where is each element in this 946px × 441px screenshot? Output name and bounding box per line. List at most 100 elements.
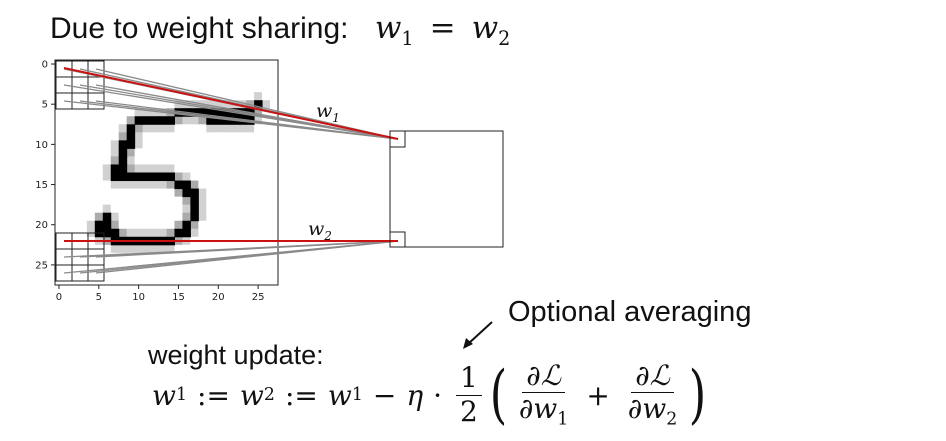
y-tick-label: 25 bbox=[35, 260, 48, 271]
connection-line bbox=[95, 100, 399, 140]
digit-pixel bbox=[166, 116, 175, 125]
digit-pixel-halo bbox=[190, 220, 199, 229]
digit-pixel-halo bbox=[238, 124, 247, 133]
digit-pixel-halo bbox=[118, 132, 127, 141]
digit-pixel-halo bbox=[126, 228, 135, 237]
digit-pixel-halo bbox=[142, 108, 151, 117]
x-tick-label: 15 bbox=[172, 292, 185, 303]
digit-pixel-halo bbox=[182, 212, 191, 221]
weight-update-label: weight update: bbox=[148, 340, 324, 370]
digit-pixel-halo bbox=[110, 140, 119, 149]
digit-pixel-halo bbox=[198, 212, 207, 221]
digit-pixel-halo bbox=[134, 116, 143, 125]
digit-image bbox=[86, 92, 271, 253]
digit-pixel-halo bbox=[198, 116, 207, 125]
f-grad2-num: ∂ℒ bbox=[631, 359, 674, 393]
digit-pixel-halo bbox=[222, 100, 231, 109]
digit-pixel-halo bbox=[214, 100, 223, 109]
x-tick-label: 10 bbox=[132, 292, 145, 303]
digit-pixel-halo bbox=[182, 212, 191, 221]
digit-pixel-halo bbox=[118, 228, 127, 237]
digit-pixel-halo bbox=[206, 108, 215, 117]
x-tick-label: 25 bbox=[252, 292, 265, 303]
f-grad1-num: ∂ℒ bbox=[522, 359, 565, 393]
digit-pixel-halo bbox=[134, 124, 143, 133]
f-half-den: 2 bbox=[460, 394, 478, 428]
digit-pixel bbox=[110, 172, 120, 182]
digit-pixel-halo bbox=[126, 164, 135, 173]
digit-pixel-halo bbox=[102, 220, 111, 229]
digit-pixel-halo bbox=[214, 108, 223, 117]
digit-pixel bbox=[134, 172, 144, 182]
digit-pixel-halo bbox=[246, 124, 255, 133]
digit-pixel-halo bbox=[198, 116, 207, 125]
digit-pixel-halo bbox=[206, 100, 215, 109]
digit-pixel-halo bbox=[110, 220, 119, 229]
digit-pixel bbox=[102, 220, 112, 230]
digit-pixel-halo bbox=[182, 180, 191, 189]
digit-pixel-halo bbox=[182, 172, 191, 181]
kernel-cell bbox=[87, 264, 105, 282]
digit-pixel-halo bbox=[166, 180, 175, 189]
digit-pixel bbox=[102, 228, 112, 238]
digit-pixel-halo bbox=[174, 100, 183, 109]
digit-pixel-halo bbox=[110, 172, 119, 181]
digit-pixel-halo bbox=[222, 108, 231, 117]
digit-pixel-halo bbox=[150, 108, 159, 117]
digit-pixel bbox=[182, 188, 191, 198]
slide-title: Due to weight sharing: w1=w2 bbox=[50, 10, 510, 50]
digit-pixel-halo bbox=[118, 180, 127, 189]
title-text: Due to weight sharing: bbox=[50, 12, 349, 45]
f-grad2: ∂ℒ ∂w2 bbox=[624, 359, 682, 431]
eq-op: = bbox=[429, 10, 456, 46]
digit-pixel-halo bbox=[126, 140, 135, 149]
digit-pixel-halo bbox=[190, 180, 199, 189]
digit-pixel-halo bbox=[158, 172, 167, 181]
digit-pixel-halo bbox=[102, 228, 111, 237]
digit-pixel bbox=[118, 172, 128, 182]
digit-pixel bbox=[206, 108, 215, 117]
digit-pixel-halo bbox=[214, 108, 223, 117]
digit-pixel bbox=[174, 180, 183, 190]
optional-averaging-label: Optional averaging bbox=[508, 296, 752, 328]
digit-pixel-halo bbox=[166, 180, 175, 189]
digit-pixel bbox=[134, 116, 144, 125]
digit-pixel-halo bbox=[126, 164, 135, 173]
digit-pixel-halo bbox=[142, 116, 151, 125]
digit-pixel-halo bbox=[150, 116, 159, 125]
f-w1b-sub: 1 bbox=[351, 385, 363, 405]
digit-pixel bbox=[222, 116, 231, 125]
digit-pixel-halo bbox=[118, 140, 127, 149]
digit-pixel-halo bbox=[110, 212, 119, 221]
f-half: 1 2 bbox=[456, 362, 482, 427]
digit-pixel-halo bbox=[198, 204, 207, 213]
digit-pixel-halo bbox=[174, 188, 183, 197]
digit-pixel-halo bbox=[134, 164, 143, 173]
digit-pixel-halo bbox=[222, 124, 231, 133]
f-half-num: 1 bbox=[456, 362, 482, 396]
digit-pixel-halo bbox=[254, 108, 263, 117]
digit-pixel bbox=[142, 116, 152, 125]
digit-pixel bbox=[182, 228, 191, 238]
digit-pixel bbox=[158, 172, 167, 182]
f-assign2: := bbox=[284, 378, 318, 412]
digit-pixel bbox=[182, 180, 191, 190]
digit-pixel-halo bbox=[158, 164, 167, 173]
digit-pixel bbox=[166, 172, 175, 182]
digit-pixel-halo bbox=[182, 116, 191, 125]
digit-pixel-halo bbox=[126, 156, 135, 165]
f-minus: − bbox=[372, 378, 397, 412]
digit-pixel bbox=[126, 172, 136, 182]
digit-pixel-halo bbox=[174, 220, 183, 229]
connection-line bbox=[95, 84, 399, 140]
digit-pixel-halo bbox=[126, 116, 135, 125]
eq-rhs: w bbox=[471, 10, 499, 46]
f-grad2-den: ∂w bbox=[627, 391, 667, 425]
digit-pixel-halo bbox=[190, 188, 199, 197]
digit-pixel-halo bbox=[150, 124, 159, 133]
x-tick-label: 5 bbox=[96, 292, 102, 303]
digit-pixel-halo bbox=[190, 180, 199, 189]
digit-pixel-halo bbox=[110, 244, 119, 253]
